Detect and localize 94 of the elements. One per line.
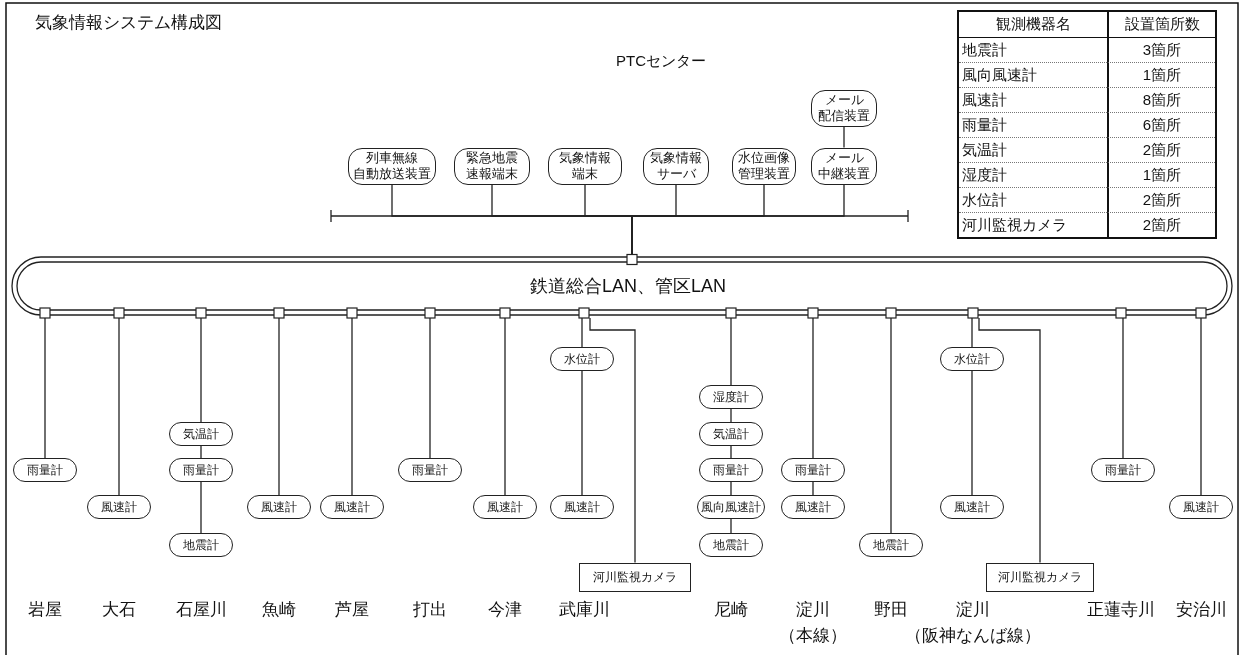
header-cell: 設置箇所数 [1107, 12, 1215, 38]
connector-line [730, 408, 732, 423]
device-box: 列車無線自動放送装置 [348, 147, 436, 185]
device-box: 風速計 [940, 495, 1004, 519]
device-box: 地震計 [169, 533, 233, 557]
diagram-title: 気象情報システム構成図 [35, 12, 222, 34]
station-name: 野田 [874, 599, 908, 621]
camera-box: 河川監視カメラ [579, 562, 691, 592]
device-box: 雨量計 [169, 458, 233, 482]
connector-line [631, 183, 845, 255]
device-box: 雨量計 [1091, 458, 1155, 482]
device-box: 水位画像管理装置 [732, 147, 796, 185]
device-box: 湿度計 [699, 385, 763, 409]
device-box: 風速計 [550, 495, 614, 519]
station-name: 石屋川 [175, 599, 227, 621]
device-box: 水位計 [940, 347, 1004, 371]
table-cell: 風向風速計 [959, 63, 1107, 88]
connector-line [1200, 317, 1202, 496]
connector-line [429, 317, 431, 459]
connector-line [978, 317, 1041, 564]
connector-line [200, 481, 202, 534]
station-name: 淀川（本線） [779, 599, 847, 647]
station-name: 打出 [413, 599, 447, 621]
station-name: 魚崎 [262, 599, 296, 621]
connector-line [200, 317, 202, 423]
connector-line [118, 317, 120, 496]
table-cell: 6箇所 [1107, 113, 1215, 138]
connector-line [843, 125, 845, 149]
device-box: 風速計 [87, 495, 151, 519]
station-name: 芦屋 [335, 599, 369, 621]
connector-line [730, 481, 732, 496]
camera-box: 河川監視カメラ [986, 562, 1094, 592]
device-box: 風向風速計 [697, 495, 765, 519]
device-box: 雨量計 [699, 458, 763, 482]
connector-line [812, 481, 814, 496]
connector-line [200, 445, 202, 459]
station-name: 今津 [488, 599, 522, 621]
connector-line [44, 317, 46, 459]
center-heading: PTCセンター [616, 51, 706, 71]
connector-line [812, 317, 814, 459]
table-cell: 3箇所 [1107, 38, 1215, 63]
device-box: 気温計 [169, 422, 233, 446]
connector-line [971, 317, 973, 348]
station-name: 尼崎 [714, 599, 748, 621]
connector-line [1122, 317, 1124, 459]
connector-line [589, 317, 636, 564]
device-box: 風速計 [473, 495, 537, 519]
device-box: 緊急地震速報端末 [454, 147, 530, 185]
table-cell: 風速計 [959, 88, 1107, 113]
network-label: 鉄道総合LAN、管区LAN [530, 275, 726, 298]
connector-line [581, 370, 583, 496]
table-cell: 1箇所 [1107, 63, 1215, 88]
header-cell: 観測機器名 [959, 12, 1107, 38]
table-cell: 気温計 [959, 138, 1107, 163]
table-cell-text: 河川監視カメラ [961, 215, 1068, 235]
device-box: 地震計 [859, 533, 923, 557]
device-box: 水位計 [550, 347, 614, 371]
table-cell: 雨量計 [959, 113, 1107, 138]
device-box: 雨量計 [13, 458, 77, 482]
device-box: 気象情報端末 [548, 147, 622, 185]
device-box: メール中継装置 [811, 147, 877, 185]
connector-line [971, 370, 973, 496]
connector-line [278, 317, 280, 496]
connector-line [890, 317, 892, 534]
table-cell: 湿度計 [959, 163, 1107, 188]
device-box: 風速計 [1169, 495, 1233, 519]
connector-line [730, 317, 732, 386]
station-name: 安治川 [1175, 599, 1227, 621]
station-name: 大石 [102, 599, 136, 621]
device-box: 地震計 [699, 533, 763, 557]
device-box: 気温計 [699, 422, 763, 446]
table-cell: 水位計 [959, 188, 1107, 213]
station-name: 岩屋 [28, 599, 62, 621]
device-box: 風速計 [247, 495, 311, 519]
connector-line [504, 317, 506, 496]
connector-line [351, 317, 353, 496]
device-box: 気象情報サーバ [643, 147, 709, 185]
table-cell: 地震計 [959, 38, 1107, 63]
table-cell: 2箇所 [1107, 138, 1215, 163]
table-cell: 8箇所 [1107, 88, 1215, 113]
station-name: 正蓮寺川 [1087, 599, 1155, 621]
connector-line [730, 518, 732, 534]
station-name: 武庫川 [558, 599, 610, 621]
device-box: メール配信装置 [811, 89, 877, 127]
connector-line [581, 317, 583, 348]
device-box: 雨量計 [781, 458, 845, 482]
device-box: 雨量計 [398, 458, 462, 482]
device-box: 風速計 [781, 495, 845, 519]
table-cell: 2箇所 [1107, 188, 1215, 213]
connector-line [730, 445, 732, 459]
table-cell: 1箇所 [1107, 163, 1215, 188]
station-name: 淀川（阪神なんば線） [905, 599, 1041, 647]
device-box: 風速計 [320, 495, 384, 519]
table-cell: 2箇所 [1107, 213, 1215, 237]
